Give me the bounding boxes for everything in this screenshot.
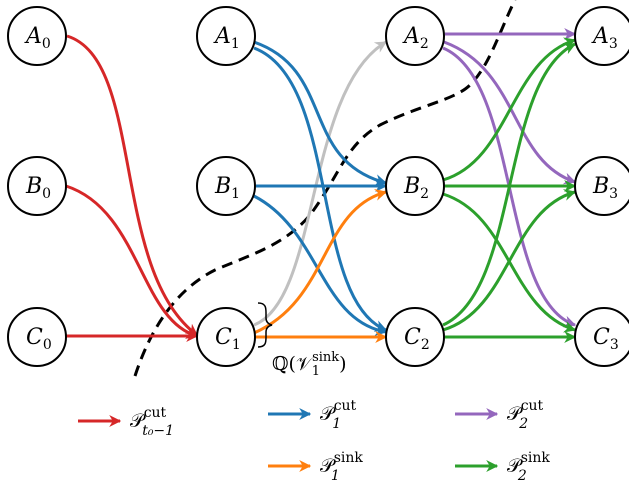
node-c2: C2 — [385, 307, 445, 367]
edge-c1-a2 — [253, 40, 388, 327]
edge-c2-b3 — [442, 189, 577, 332]
edge-c1-b2 — [253, 189, 388, 335]
node-label: A3 — [591, 24, 618, 52]
node-label: B1 — [214, 174, 240, 202]
brace — [257, 302, 273, 348]
node-b2: B2 — [385, 156, 445, 216]
node-c0: C0 — [7, 307, 67, 367]
node-label: A2 — [402, 24, 429, 52]
node-label: A0 — [24, 24, 51, 52]
edges-layer — [65, 28, 577, 343]
edge-a2-b3 — [443, 40, 577, 185]
node-a3: A3 — [574, 6, 629, 66]
node-label: A1 — [213, 24, 240, 52]
node-label: C2 — [404, 325, 430, 353]
node-c1: C1 — [196, 307, 256, 367]
node-c3: C3 — [574, 307, 629, 367]
cut-boundary-line — [133, 0, 517, 377]
node-a1: A1 — [196, 6, 256, 66]
edge-b0-c1 — [65, 184, 199, 339]
node-label: B3 — [592, 174, 618, 202]
node-b1: B1 — [196, 156, 256, 216]
node-b0: B0 — [7, 156, 67, 216]
edge-a1-b2 — [253, 40, 388, 186]
node-a0: A0 — [7, 6, 67, 66]
node-label: C0 — [26, 325, 52, 353]
edge-b1-c2 — [253, 194, 388, 336]
node-label: B2 — [403, 174, 429, 202]
edge-b2-a3 — [442, 37, 577, 182]
edge-a1-c2 — [253, 46, 388, 332]
node-label: C3 — [593, 325, 619, 353]
node-b3: B3 — [574, 156, 629, 216]
brace-label: ℚ(𝒱1sink) — [272, 350, 347, 379]
node-label: C1 — [215, 325, 241, 353]
node-label: B0 — [25, 174, 51, 202]
edge-c2-a3 — [442, 42, 577, 327]
edge-a0-c1 — [66, 34, 198, 337]
node-a2: A2 — [385, 6, 445, 66]
